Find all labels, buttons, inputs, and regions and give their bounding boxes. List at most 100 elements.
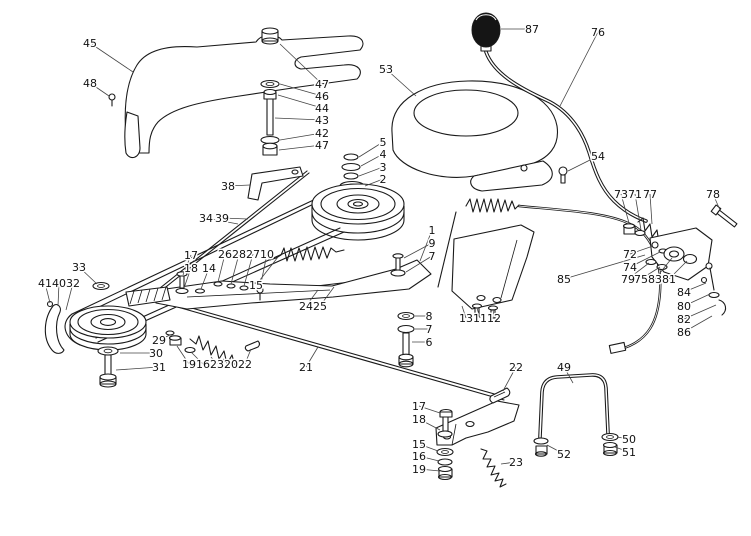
part-label-26: 26 — [218, 248, 232, 261]
leader-line-73 — [620, 193, 630, 224]
part-label-53: 53 — [379, 63, 393, 76]
leader-line-47 — [278, 144, 323, 151]
cover-bolt — [558, 166, 568, 184]
leader-line-23 — [210, 356, 218, 365]
part-label-30: 30 — [149, 347, 163, 360]
part-label-19: 19 — [182, 358, 196, 371]
leader-line-27 — [243, 253, 254, 287]
part-label-34: 34 — [199, 212, 213, 225]
leader-line-16 — [190, 351, 204, 365]
leader-line-17 — [182, 254, 192, 276]
leader-line-28 — [230, 253, 240, 285]
leader-line-34 — [205, 217, 239, 225]
leader-line-39 — [221, 217, 249, 220]
part-label-29: 29 — [152, 334, 166, 347]
leader-line-10 — [259, 253, 268, 289]
leader-line-12 — [492, 308, 495, 319]
part-label-85: 85 — [557, 273, 571, 286]
engagement-plate — [151, 259, 432, 310]
part-label-50: 50 — [622, 433, 636, 446]
part-label-46: 46 — [315, 90, 329, 103]
leader-line-44 — [277, 94, 323, 109]
part-label-6: 6 — [426, 336, 433, 349]
part-label-75: 75 — [634, 273, 648, 286]
part-label-10: 10 — [260, 248, 274, 261]
leader-line-43 — [274, 117, 323, 121]
part-label-71: 71 — [628, 188, 642, 201]
part-label-25: 25 — [313, 300, 327, 313]
u-bar-bolt-left — [533, 437, 549, 457]
part-label-15: 15 — [249, 279, 263, 292]
leader-line-45 — [89, 42, 134, 73]
leader-line-47 — [279, 43, 323, 85]
part-label-43: 43 — [315, 114, 329, 127]
part-label-74: 74 — [623, 261, 637, 274]
part-label-4: 4 — [380, 148, 387, 161]
part-label-21: 21 — [299, 361, 313, 374]
leader-line-53 — [385, 68, 417, 97]
leader-line-84 — [683, 282, 707, 293]
hatched-lever-bar — [125, 286, 171, 307]
leader-line-19 — [418, 468, 441, 472]
part-label-20: 20 — [224, 358, 238, 371]
leader-line-20 — [222, 358, 232, 365]
part-label-32: 32 — [66, 277, 80, 290]
part-label-77: 77 — [643, 188, 657, 201]
part-label-13: 13 — [459, 312, 473, 325]
part-label-15: 15 — [412, 438, 426, 451]
part-label-41: 41 — [38, 277, 52, 290]
leader-line-22 — [502, 366, 517, 392]
part-label-22: 22 — [509, 361, 523, 374]
leader-line-17 — [418, 405, 441, 414]
leader-line-16 — [418, 455, 440, 462]
pulley-bolt-stack — [397, 311, 415, 368]
leader-line-32 — [65, 282, 74, 311]
leader-line-79 — [627, 262, 650, 280]
leader-line-38 — [227, 184, 251, 187]
leader-line-75 — [640, 266, 661, 280]
part-label-52: 52 — [557, 448, 571, 461]
leader-line-31 — [115, 366, 160, 371]
part-label-39: 39 — [215, 212, 229, 225]
part-label-51: 51 — [622, 446, 636, 459]
part-label-23: 23 — [210, 358, 224, 371]
part-label-54: 54 — [591, 150, 605, 163]
rod-clip-upper — [244, 340, 261, 352]
leader-line-48 — [89, 82, 110, 97]
belt-keeper-wire — [44, 300, 65, 354]
left-pulley-washer — [92, 281, 110, 291]
part-label-8: 8 — [426, 310, 433, 323]
leader-line-1 — [419, 229, 433, 262]
leader-line-72 — [629, 245, 654, 255]
part-label-49: 49 — [557, 361, 571, 374]
idler-bracket-cluster — [622, 217, 713, 281]
part-label-17: 17 — [412, 400, 426, 413]
leader-line-24 — [305, 289, 319, 307]
idler-bolt — [710, 204, 738, 228]
bottom-spring — [480, 448, 507, 488]
leader-line-19 — [176, 345, 190, 365]
leader-line-4 — [360, 153, 384, 167]
part-label-33: 33 — [72, 261, 86, 274]
leader-line-15 — [255, 256, 279, 286]
left-pulley — [69, 305, 147, 351]
part-label-23: 23 — [509, 456, 523, 469]
leader-line-83 — [654, 257, 673, 280]
leader-line-2 — [364, 178, 384, 187]
leader-line-46 — [279, 83, 323, 97]
support-bracket-right — [451, 224, 535, 319]
part-label-47: 47 — [315, 78, 329, 91]
part-label-82: 82 — [677, 313, 691, 326]
leader-line-15 — [418, 443, 439, 452]
part-label-28: 28 — [232, 248, 246, 261]
leader-line-18 — [183, 267, 192, 289]
leader-line-23 — [500, 461, 517, 465]
main-pulley — [311, 183, 405, 241]
leader-line-49 — [563, 366, 574, 384]
part-label-18: 18 — [184, 262, 198, 275]
part-label-81: 81 — [662, 273, 676, 286]
part-label-44: 44 — [315, 102, 329, 115]
leader-line-80 — [683, 293, 711, 307]
